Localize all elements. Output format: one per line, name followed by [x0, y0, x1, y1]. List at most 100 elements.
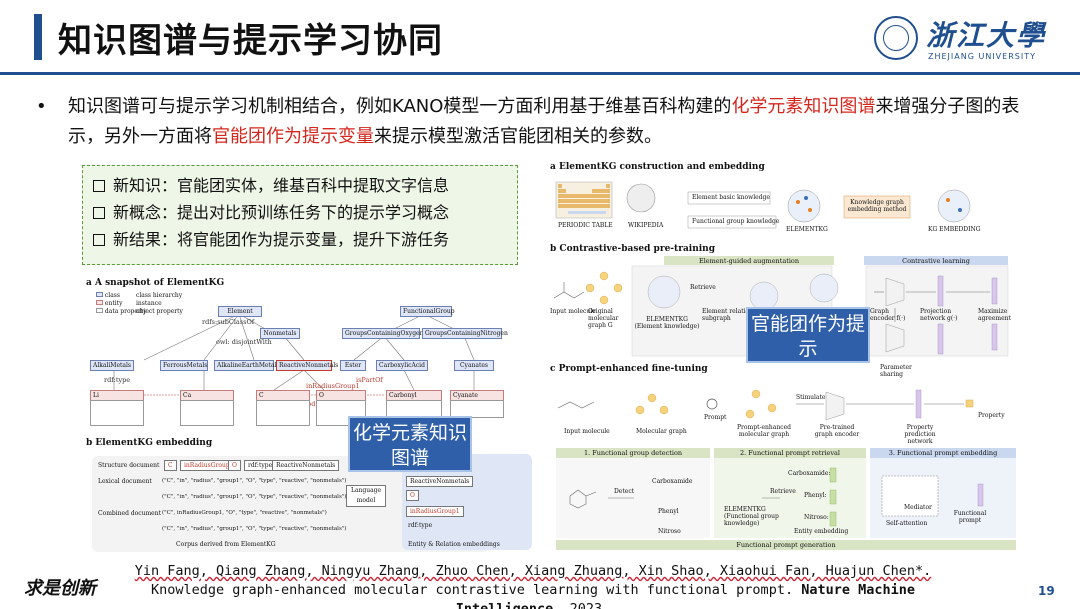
retrieve-label: Retrieve	[690, 284, 716, 291]
main-bullet: • 知识图谱可与提示学习机制相结合，例如KANO模型一方面利用基于维基百科构建的…	[36, 92, 1046, 152]
out-o: O	[406, 490, 419, 501]
checkbox-icon	[93, 180, 105, 192]
logo-english-name: ZHEJIANG UNIVERSITY	[928, 52, 1036, 61]
carboxamide-label: Carboxamide	[652, 478, 693, 485]
node-alkaline: AlkalineEarthMetals	[214, 360, 280, 371]
ref-title: Knowledge graph-enhanced molecular contr…	[150, 582, 794, 598]
embedding-label: Entity & Relation embeddings	[408, 541, 500, 548]
fig-b-title: b ElementKG embedding	[86, 438, 213, 448]
node-ca-properties	[180, 400, 234, 426]
out-rdf-type: rdf:type	[408, 522, 433, 529]
edge-rdf-type: rdf:type	[104, 376, 131, 384]
fig-c-finetune-title: c Prompt-enhanced fine-tuning	[550, 364, 708, 374]
wikipedia-globe-icon	[626, 183, 656, 213]
fp-generation-band: Functional prompt generation	[736, 541, 836, 549]
elementkg-label: ELEMENTKG	[786, 226, 828, 233]
fig-a-title: a A snapshot of ElementKG	[86, 278, 225, 288]
bullet-highlight-1: 化学元素知识图谱	[731, 96, 876, 117]
combined-text: ("C", inRadiusGroup1, "O", "type", "reac…	[162, 510, 327, 516]
ref-authors: Yin Fang, Qiang Zhang, Ningyu Zhang, Zhu…	[134, 563, 932, 579]
university-seal-icon	[874, 16, 918, 60]
fg-kg-label: ELEMENTKG (Functional group knowledge)	[724, 506, 779, 527]
prompt-enhanced-label: Prompt-enhanced molecular graph	[737, 424, 791, 438]
edge-disjoint: owl: disjointWith	[216, 338, 272, 346]
fg-knowledge-label: Functional group knowledge	[692, 218, 780, 225]
finetune-row	[557, 389, 974, 421]
node-carboxylic: CarboxylicAcid	[376, 360, 428, 371]
ft-molecular-graph-label: Molecular graph	[636, 428, 687, 435]
graph-encoder-label: Graph encoder f(·)	[870, 308, 906, 322]
out-reactive: ReactiveNonmetals	[406, 476, 474, 487]
node-groups-nitrogen: GroupsContainingNitrogen	[422, 328, 508, 339]
callout-element-kg: 化学元素知识图谱	[348, 416, 472, 472]
nitroso-key: Nitroso:	[804, 514, 829, 521]
row-lexical: Lexical document	[98, 478, 152, 485]
bullet-part-3: 来提示模型激活官能团相关的参数。	[374, 126, 662, 147]
elem-basic-label: Element basic knowledge	[692, 194, 770, 201]
header-divider	[0, 72, 1080, 75]
summary-note-box: 新知识：官能团实体，维基百科中提取文字信息 新概念：提出对比预训练任务下的提示学…	[82, 165, 518, 265]
kg-method-label: Knowledge graph embedding method	[847, 199, 907, 213]
ref-journal: Nature Machine Intelligence	[455, 582, 916, 609]
node-element: Element	[218, 306, 262, 317]
nitroso-label: Nitroso	[658, 528, 681, 535]
note-item: 新结果：将官能团作为提示变量，提升下游任务	[93, 226, 507, 253]
parameter-sharing-label: Parameter sharing	[880, 364, 912, 378]
university-logo: 浙江大學 ZHEJIANG UNIVERSITY	[874, 10, 1064, 66]
entity-embedding-label: Entity embedding	[794, 528, 849, 535]
node-cyanates: Cyanates	[454, 360, 494, 371]
stimulate-label: Stimulate	[796, 394, 826, 401]
periodic-table-label: PERIODIC TABLE	[558, 222, 613, 229]
node-alkali: AlkaliMetals	[90, 360, 134, 371]
lexical-text-2: ("C", "in", "radius", "group1", "O", "ty…	[162, 494, 347, 500]
edge-is-part-of: isPartOf	[356, 376, 383, 384]
bullet-part-1: 知识图谱可与提示学习机制相结合，例如KANO模型一方面利用基于维基百科构建的	[68, 96, 732, 117]
carboxamide-key: Carboxamide:	[788, 470, 831, 477]
row-structure: Structure document	[98, 462, 160, 469]
note-item: 新知识：官能团实体，维基百科中提取文字信息	[93, 172, 507, 199]
logo-chinese-name: 浙江大學	[926, 19, 1047, 52]
node-ferrous: FerrousMetals	[160, 360, 208, 371]
edge-in-radius: inRadiusGroup1	[306, 382, 360, 390]
page-number: 19	[1038, 584, 1055, 598]
phenyl-label: Phenyl	[658, 508, 679, 515]
checkbox-icon	[93, 234, 105, 246]
prompt-label: Prompt	[704, 414, 727, 421]
graph-legend-edges: class hierarchy instance object property	[136, 292, 183, 315]
pretrained-encoder-label: Pre-trained graph encoder	[814, 424, 860, 438]
node-cyanate-properties	[450, 400, 504, 418]
slide-title: 知识图谱与提示学习协同	[58, 21, 443, 61]
bullet-text: 知识图谱可与提示学习机制相结合，例如KANO模型一方面利用基于维基百科构建的化学…	[68, 92, 1046, 152]
bullet-dot-icon: •	[36, 96, 47, 117]
chip-o: O	[228, 460, 241, 471]
node-groups-oxygen: GroupsContainingOxygen	[342, 328, 423, 339]
corpus-label: Corpus derived from ElementKG	[176, 541, 276, 548]
property-label: Property	[978, 412, 1005, 419]
node-functional-group: FunctionalGroup	[400, 306, 455, 317]
note-item: 新概念：提出对比预训练任务下的提示学习概念	[93, 199, 507, 226]
graph-legend: class entity data property	[96, 292, 186, 316]
orig-graph-label: Original molecular graph G	[588, 308, 619, 329]
chip-c: C	[164, 460, 177, 471]
node-c-properties	[256, 400, 310, 426]
ft-input-molecule-label: Input molecule	[564, 428, 610, 435]
mediator-label: Mediator	[904, 504, 932, 511]
slide-header: 知识图谱与提示学习协同 浙江大學 ZHEJIANG UNIVERSITY	[0, 0, 1080, 75]
fig-a-construction-title: a ElementKG construction and embedding	[550, 162, 765, 172]
elementkg-knowledge-label: ELEMENTKG (Element knowledge)	[634, 316, 700, 330]
periodic-table-icon	[555, 181, 613, 219]
node-ester: Ester	[340, 360, 366, 371]
element-relation-label: Element relation subgraph	[702, 308, 753, 322]
maximize-agreement-label: Maximize agreement	[978, 308, 1011, 322]
step-detection: 1. Functional group detection	[583, 449, 683, 457]
callout-fg-prompt: 官能团作为提示	[746, 307, 870, 363]
step-embedding: 3. Functional prompt embedding	[888, 449, 998, 457]
wikipedia-label: WIKIPEDIA	[628, 222, 664, 229]
projection-network-label: Projection network g(·)	[920, 308, 958, 322]
bullet-highlight-2: 官能团作为提示变量	[212, 126, 374, 147]
property-network-label: Property prediction network	[904, 424, 936, 445]
detect-label: Detect	[614, 488, 635, 495]
framework-shapes	[553, 181, 1016, 550]
title-accent-bar	[34, 14, 42, 60]
checkbox-icon	[93, 207, 105, 219]
